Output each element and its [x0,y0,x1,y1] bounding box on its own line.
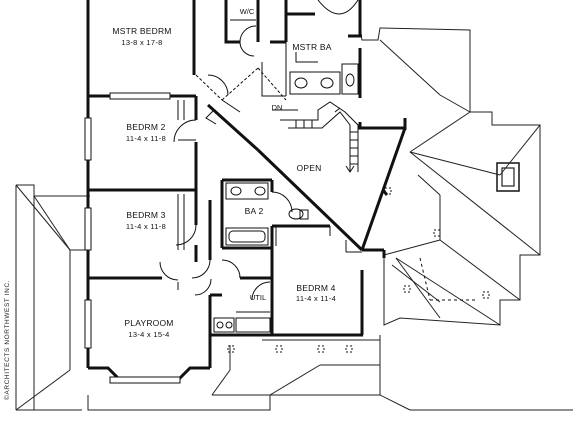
roof-outline [15,27,573,411]
label-bedroom-3: BEDRM 3 [126,210,165,220]
label-bedroom-2: BEDRM 2 [126,122,165,132]
dims-master-bedroom: 13-8 x 17-8 [121,38,162,47]
label-bedroom-4: BEDRM 4 [296,283,335,293]
label-utility: UTIL [250,293,266,302]
dims-bedroom-2: 11-4 x 11-8 [126,134,166,143]
label-bath-2: BA 2 [245,206,264,216]
label-stairs-down: DN [272,103,283,112]
label-master-bedroom: MSTR BEDRM [112,26,171,36]
dims-bedroom-3: 11-4 x 11-8 [126,222,166,231]
label-master-bath: MSTR BA [292,42,331,52]
label-walk-in-closet: W/C [240,7,255,16]
staircase [272,101,359,173]
interior-details [159,0,490,353]
label-playroom: PLAYROOM [124,318,173,328]
dims-bedroom-4: 11-4 x 11-4 [296,294,336,303]
exterior-walls [86,0,407,382]
room-labels: MSTR BEDRM 13-8 x 17-8 W/C MSTR BA BEDRM… [112,7,336,339]
windows [84,92,181,384]
architect-credit: ©ARCHITECTS NORTHWEST INC. [3,280,11,400]
label-open-to-below: OPEN [297,163,322,173]
dims-playroom: 13-4 x 15-4 [128,330,169,339]
